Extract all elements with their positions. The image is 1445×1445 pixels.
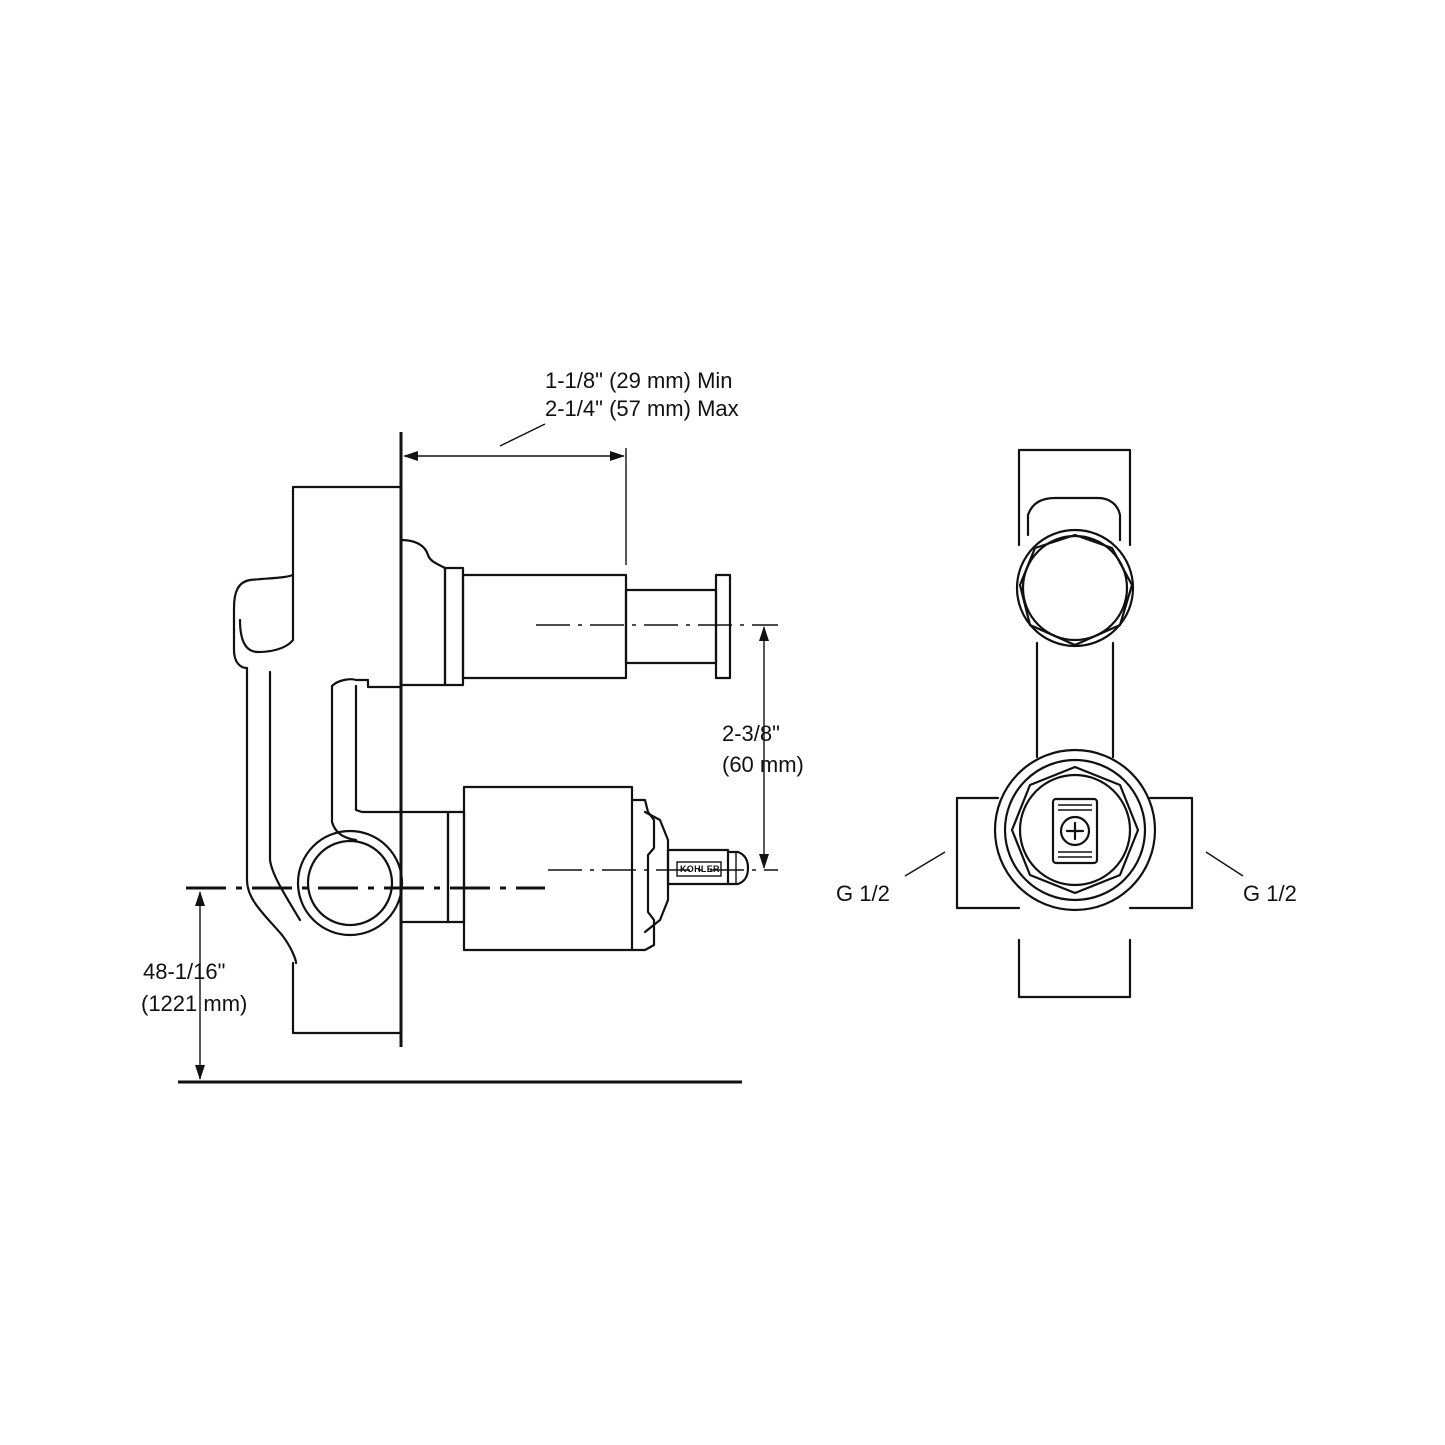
spacing-imperial-label: 2-3/8" [722, 721, 780, 746]
stem-square [1051, 797, 1099, 865]
depth-arrow-left [403, 451, 418, 461]
lower-cylinder [462, 785, 634, 952]
depth-arrow-right [610, 451, 625, 461]
upper-nut-top [1026, 496, 1122, 542]
stem-tip [726, 850, 750, 886]
lower-collar [446, 810, 466, 924]
upper-cylinder [461, 573, 628, 680]
height-metric-label: (1221 mm) [141, 991, 247, 1016]
upper-stem-cap [714, 573, 732, 680]
height-arrow-top [195, 891, 205, 906]
port-right-leader [1205, 851, 1244, 877]
valve-body-outline [232, 485, 403, 1035]
lower-body-outer [993, 748, 1157, 912]
port-inner-circle [306, 839, 394, 927]
spacing-arrow-top [759, 626, 769, 641]
screw-head [1059, 815, 1091, 847]
supply-tube-right [330, 684, 358, 842]
depth-leader [499, 423, 546, 447]
spacing-metric-label: (60 mm) [722, 752, 804, 777]
height-arrow-bottom [195, 1065, 205, 1080]
upper-nut-outer [1015, 528, 1135, 648]
supply-tube-left [268, 670, 302, 922]
lower-body-inner [1018, 773, 1132, 887]
upper-collar [443, 566, 465, 687]
depth-max-label: 2-1/4" (57 mm) Max [545, 396, 739, 421]
logo-frame [676, 861, 722, 877]
kohler-logo: KOHLER [680, 864, 720, 874]
supply-tube-inner [354, 684, 403, 814]
port-left-label: G 1/2 [836, 881, 890, 906]
supply-tube-top [330, 678, 403, 689]
upper-stem [624, 588, 718, 665]
body-upper-bulge [238, 573, 295, 654]
height-imperial-label: 48-1/16" [143, 959, 225, 984]
port-outer-circle [296, 829, 404, 937]
front-view: G 1/2 G 1/2 [836, 448, 1297, 999]
spacing-arrow-bottom [759, 854, 769, 869]
escutcheon-ring [399, 538, 447, 687]
front-cross-body [955, 448, 1194, 999]
lower-body-hex [1010, 765, 1140, 895]
cartridge-stem [666, 848, 730, 886]
depth-min-label: 1-1/8" (29 mm) Min [545, 368, 733, 393]
port-left-leader [904, 851, 946, 877]
escutcheon-lower [399, 810, 450, 924]
side-view: KOHLER 1-1/8" (29 mm) Min 2-1/4" (57 mm)… [141, 368, 804, 1084]
cartridge-nut [630, 798, 656, 952]
port-right-label: G 1/2 [1243, 881, 1297, 906]
upper-nut-inner [1021, 534, 1129, 642]
lower-body-ring [1003, 758, 1147, 902]
